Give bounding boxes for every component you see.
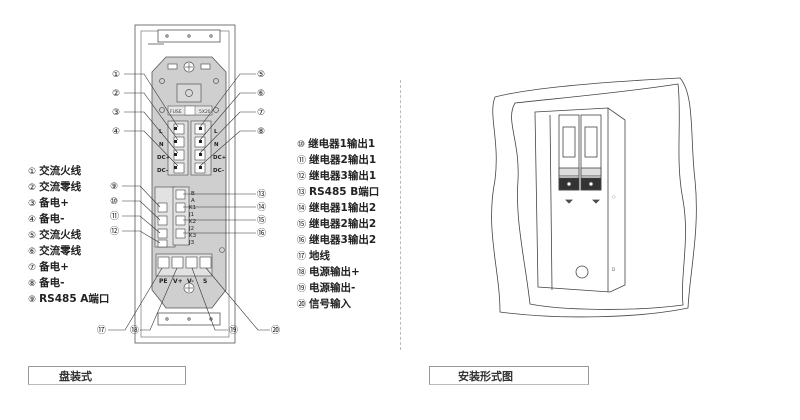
signal-label-k1: K1 (189, 205, 196, 211)
terminal-label-vplus: V+ (173, 278, 183, 285)
signal-label-j2: J2 (188, 226, 194, 232)
bottom-terminals (155, 253, 213, 294)
callout-5: ⑤ (257, 70, 265, 80)
callout-12: ⑫ (110, 226, 119, 237)
callout-11: ⑪ (110, 211, 119, 222)
callout-7: ⑦ (257, 108, 265, 118)
callout-15: ⑮ (257, 215, 266, 226)
bottom-terminal-labels: PE V+ V- S (159, 278, 207, 285)
terminal-label-dcminus-right: DC- (213, 168, 224, 174)
terminal-label-n-left: N (159, 142, 164, 148)
signal-label-j1: J1 (188, 212, 194, 218)
callout-6: ⑥ (257, 89, 265, 99)
fuse-holder: FUSE 5X20 (167, 105, 213, 116)
signal-label-j3: J3 (188, 240, 195, 246)
terminal-label-vminus: V- (187, 278, 194, 285)
signal-label-k3: K3 (189, 233, 197, 239)
callouts: ① ② ③ ④ ⑤ ⑥ ⑦ ⑧ ⑨ ⑩ ⑪ ⑫ ⑬ ⑭ ⑮ ⑯ ⑰ ⑱ ⑲ ⑳ (97, 70, 280, 336)
callout-19: ⑲ (229, 325, 238, 336)
callout-8: ⑧ (257, 127, 265, 137)
wall-outer (491, 77, 697, 318)
top-fixture (159, 61, 219, 113)
cabinet-outline (534, 107, 626, 293)
terminal-label-s: S (203, 278, 207, 285)
power-terminal-labels: L N DC+ DC- L N DC+ DC- (157, 129, 227, 174)
callout-9: ⑨ (110, 182, 118, 192)
signal-label-a: A (191, 198, 195, 204)
terminal-label-dcplus-left: DC+ (157, 155, 171, 161)
callout-2: ② (112, 89, 120, 99)
terminal-label-dcminus-left: DC- (157, 168, 168, 174)
installation-illustration: ○ D (491, 77, 697, 318)
terminal-label-l-left: L (159, 129, 163, 135)
terminal-label-l-right: L (214, 129, 218, 135)
fuse-spec: 5X20 (199, 109, 211, 115)
callout-18: ⑱ (130, 325, 139, 336)
terminal-label-pe: PE (159, 278, 168, 285)
cable-gland (575, 265, 589, 279)
callout-13: ⑬ (257, 189, 266, 200)
svg-text:D: D (612, 267, 615, 272)
callout-3: ③ (112, 108, 120, 118)
power-terminals (167, 120, 212, 176)
terminal-label-n-right: N (214, 142, 219, 148)
signal-label-k2: K2 (189, 219, 196, 225)
callout-17: ⑰ (97, 325, 106, 336)
callout-20: ⑳ (271, 325, 280, 336)
fuse-label: FUSE (170, 109, 182, 115)
callout-14: ⑭ (257, 202, 266, 213)
callout-16: ⑯ (257, 228, 266, 239)
callout-1: ① (112, 70, 120, 80)
terminal-label-dcplus-right: DC+ (213, 155, 227, 161)
caption-panel-mount: 盘装式 (28, 366, 186, 385)
leader-lines (108, 73, 270, 331)
mounting-frame (134, 24, 236, 344)
caption-installation: 安装形式图 (429, 366, 589, 385)
svg-text:○: ○ (612, 194, 616, 199)
callout-10: ⑩ (110, 197, 118, 207)
wall-inner (511, 83, 686, 310)
section-divider (400, 80, 401, 350)
callout-4: ④ (112, 127, 120, 137)
signal-terminals (154, 186, 190, 248)
